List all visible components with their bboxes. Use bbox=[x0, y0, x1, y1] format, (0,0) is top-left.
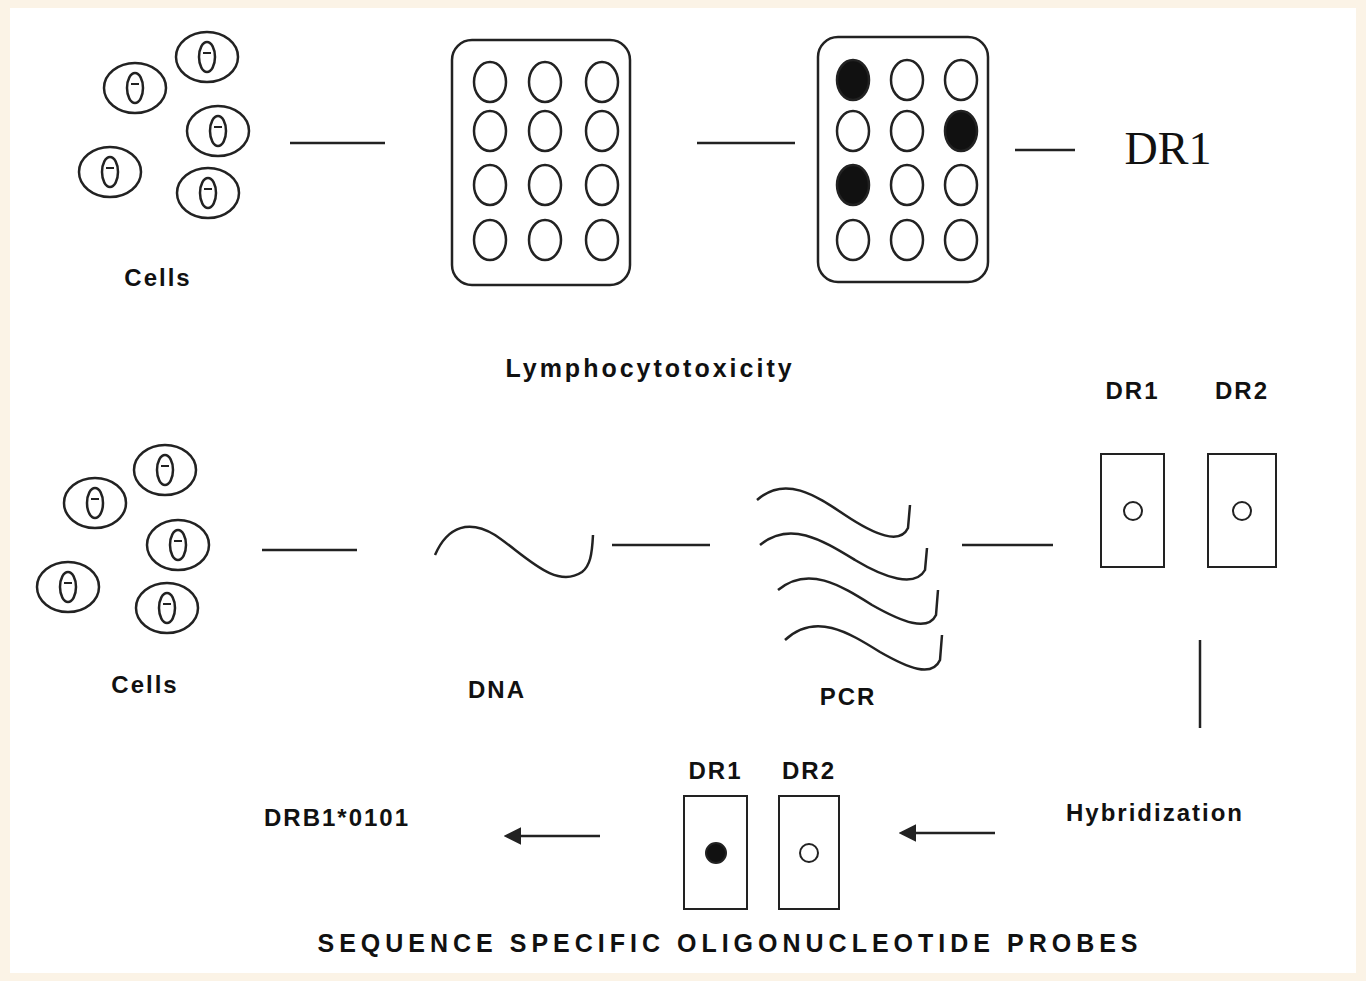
text-label: Hybridization bbox=[1066, 799, 1244, 827]
text-label: Cells bbox=[111, 671, 178, 699]
text-label: DNA bbox=[468, 676, 526, 704]
negative-spot bbox=[1232, 501, 1252, 521]
strip-label: DR2 bbox=[782, 757, 836, 785]
strip-label: DR2 bbox=[1215, 377, 1269, 405]
positive-spot bbox=[705, 842, 727, 864]
text-label: DR1 bbox=[1125, 122, 1212, 175]
membrane-strip: DR1 bbox=[1100, 453, 1165, 568]
caption: SEQUENCE SPECIFIC OLIGONUCLEOTIDE PROBES bbox=[317, 929, 1142, 958]
membrane-strip: DR1 bbox=[683, 795, 748, 910]
text-label: Lymphocytotoxicity bbox=[505, 354, 794, 383]
membrane-strip: DR2 bbox=[1207, 453, 1277, 568]
text-label: Cells bbox=[124, 264, 191, 292]
strip-label: DR1 bbox=[1105, 377, 1159, 405]
negative-spot bbox=[799, 843, 819, 863]
membrane-strip: DR2 bbox=[778, 795, 840, 910]
strip-label: DR1 bbox=[688, 757, 742, 785]
text-label: PCR bbox=[820, 683, 877, 711]
negative-spot bbox=[1123, 501, 1143, 521]
text-label: DRB1*0101 bbox=[264, 804, 410, 832]
